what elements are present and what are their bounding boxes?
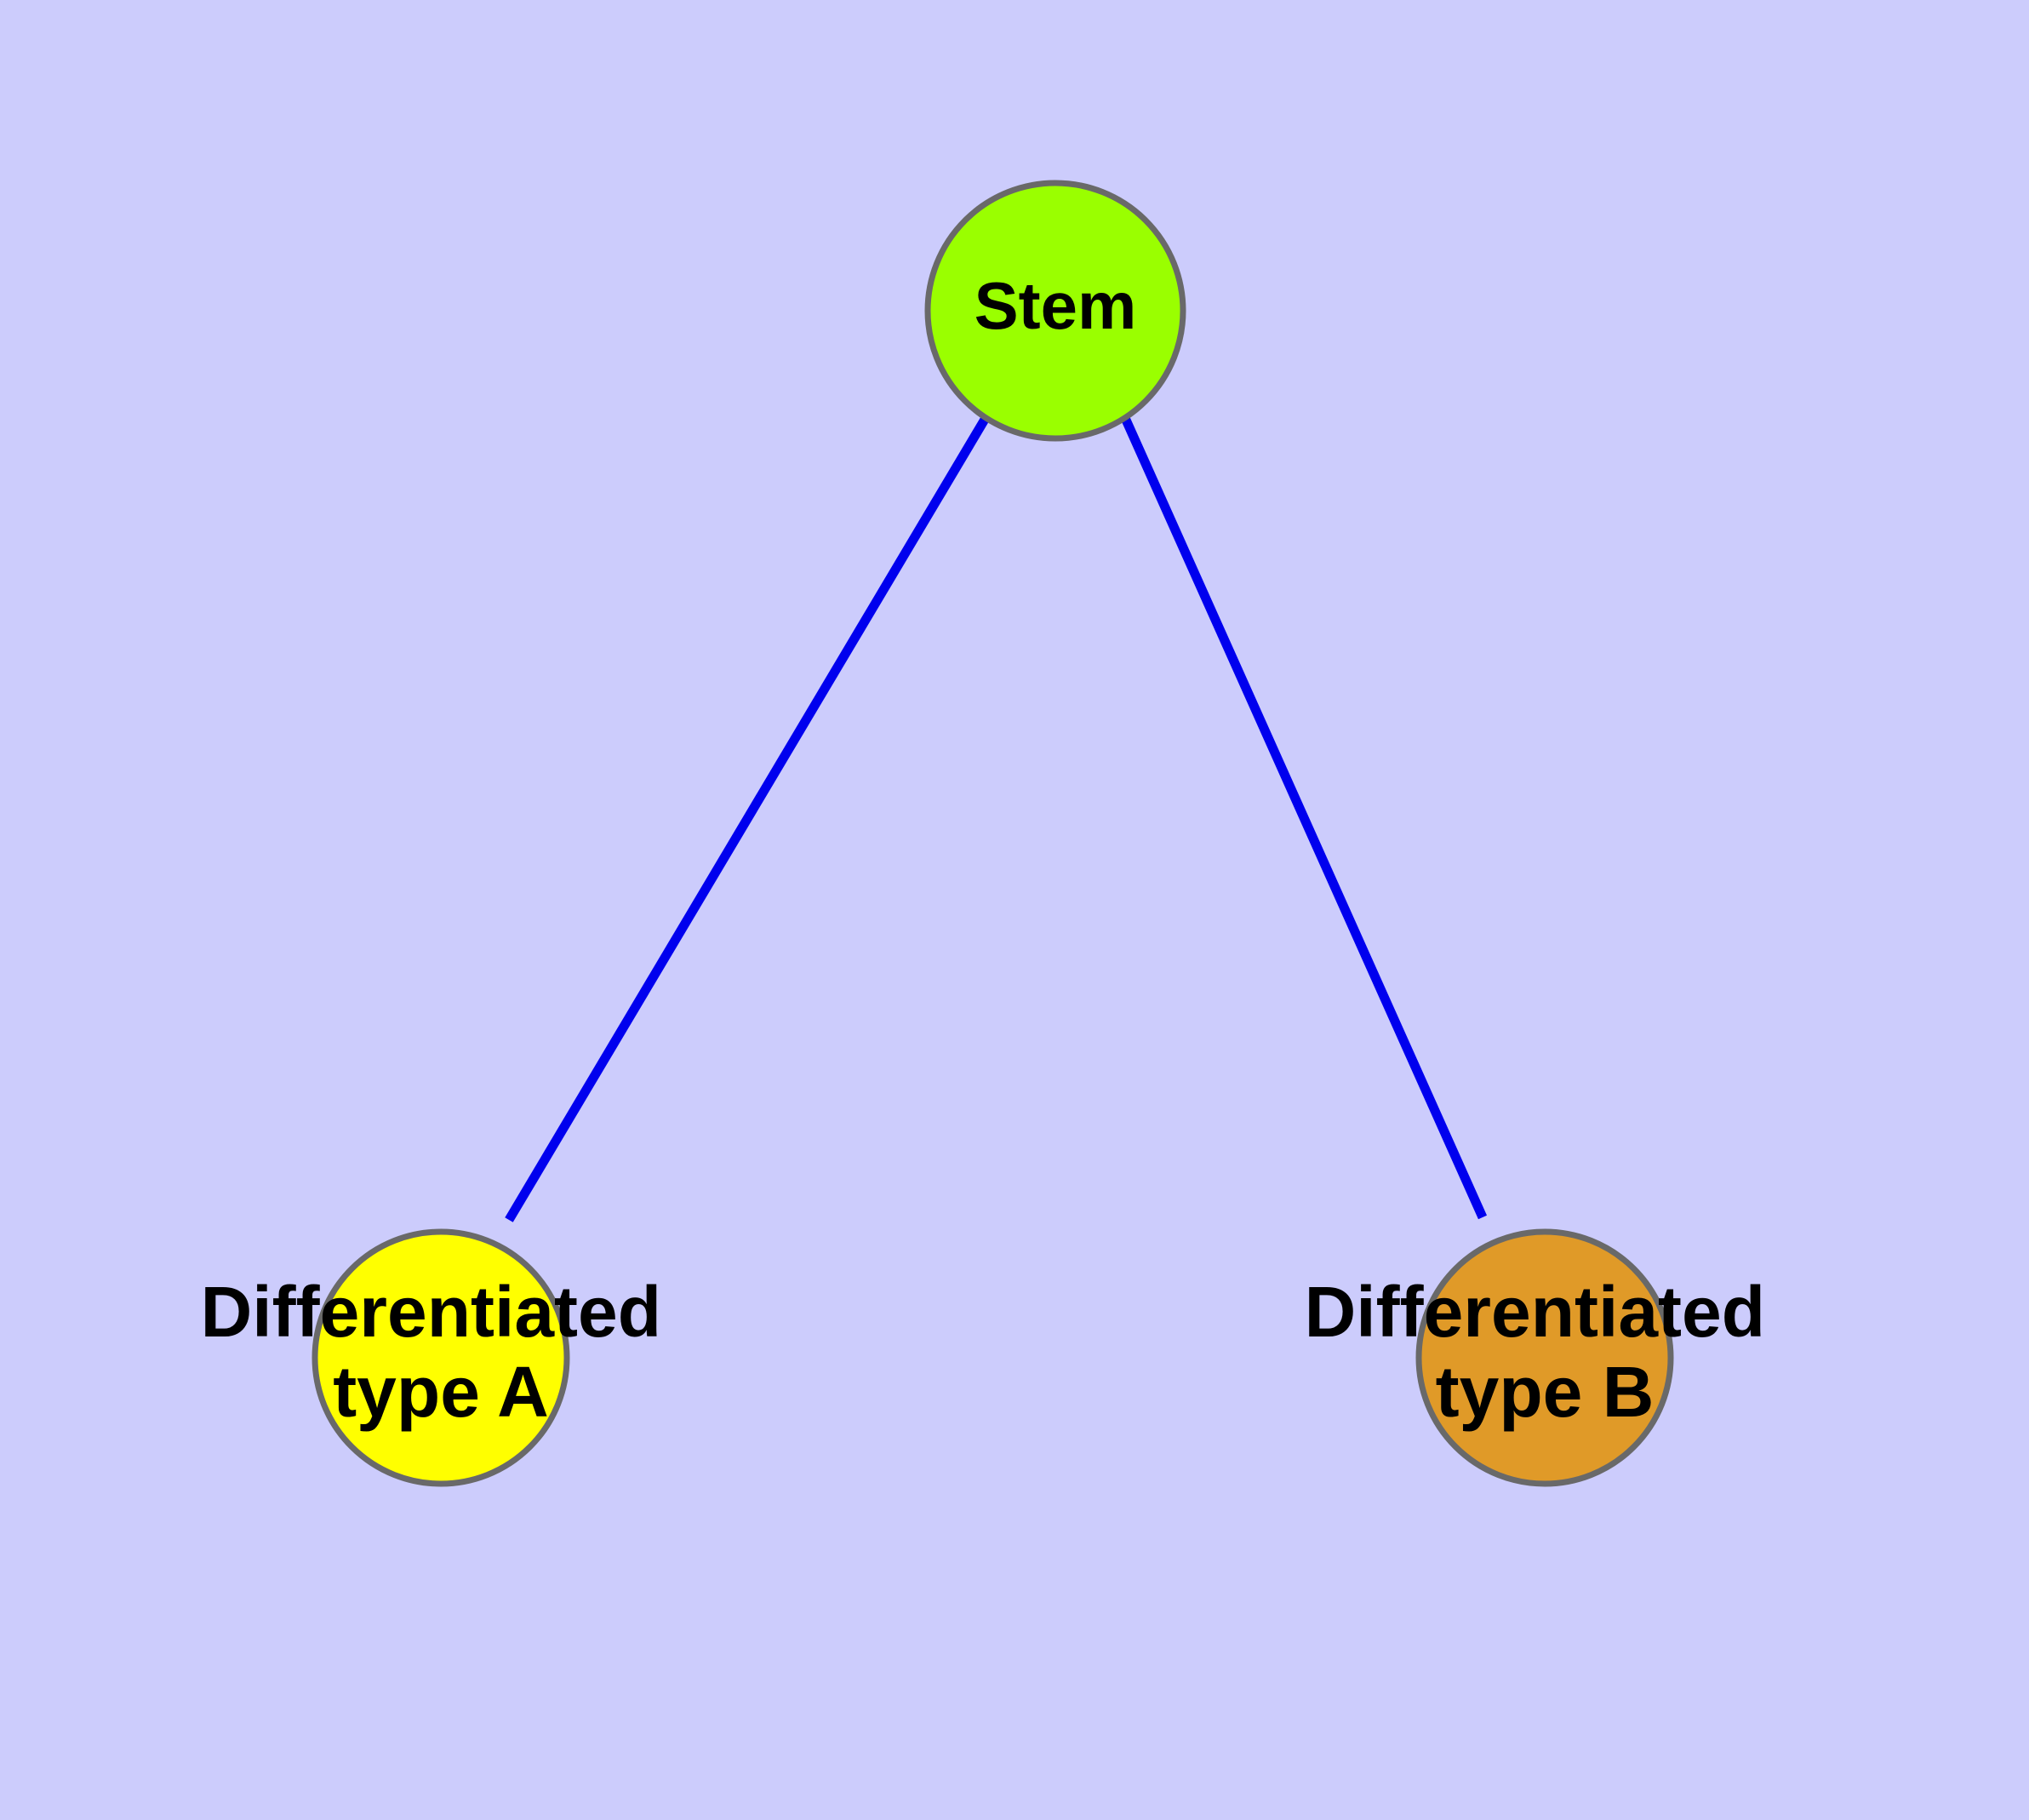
stem-label-line-1: Stem (974, 268, 1137, 343)
differentiated-type-a-label-line-2: type A (333, 1352, 549, 1432)
edge-stem-to-differentiated-type-b[interactable] (1120, 415, 1488, 1220)
node-differentiated-type-b[interactable] (1415, 1228, 1674, 1487)
label-layer: Stem Differentiated type A Differentiate… (201, 268, 1786, 1433)
differentiated-type-b-node-label: Differentiated type B (1305, 1272, 1786, 1432)
node-stem[interactable] (924, 180, 1186, 442)
edge-layer (505, 415, 1488, 1222)
differentiated-type-b-node-circle[interactable] (1415, 1228, 1674, 1487)
stem-node-label: Stem (974, 268, 1137, 343)
stem-node-circle[interactable] (924, 180, 1186, 442)
differentiated-type-b-label-line-2: type B (1436, 1352, 1655, 1432)
differentiated-type-a-label-line-1: Differentiated (201, 1272, 661, 1352)
node-differentiated-type-a[interactable] (311, 1228, 570, 1487)
differentiated-type-a-node-circle[interactable] (311, 1228, 570, 1487)
edge-stem-to-differentiated-type-a[interactable] (505, 415, 990, 1222)
differentiated-type-b-label-line-1: Differentiated (1305, 1272, 1765, 1352)
differentiated-type-a-node-label: Differentiated type A (201, 1272, 682, 1432)
node-layer (311, 180, 1674, 1487)
